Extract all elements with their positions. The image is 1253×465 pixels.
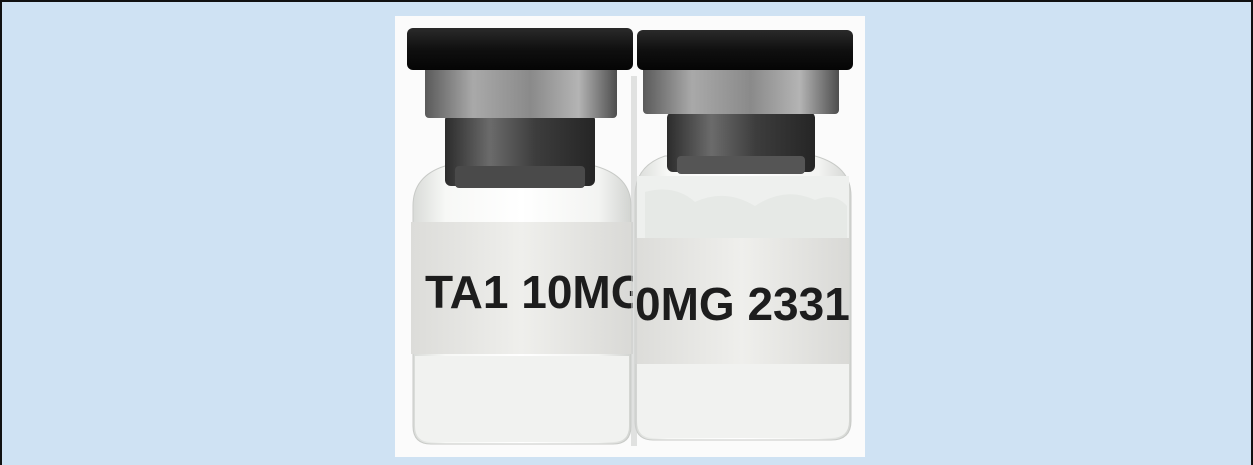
vials-photo: TA1 10MG 0MG 23: [395, 16, 865, 457]
vial-left-label: TA1 10MG: [425, 266, 647, 318]
vial-right: 0MG 23313: [634, 30, 865, 441]
vial-left: TA1 10MG: [407, 28, 647, 445]
vial-right-label: 0MG 23313: [635, 278, 865, 330]
vials-illustration: TA1 10MG 0MG 23: [395, 16, 865, 457]
